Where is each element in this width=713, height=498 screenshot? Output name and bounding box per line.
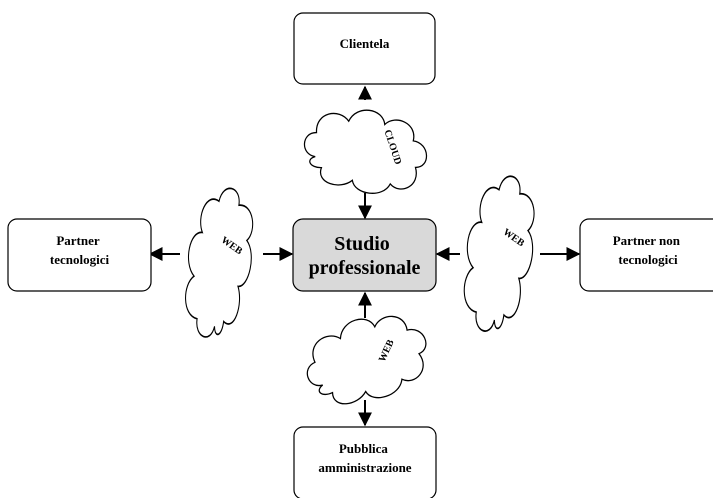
node-studio-line-2: professionale	[309, 257, 421, 279]
node-studio-line-1: Studio	[334, 233, 390, 255]
node-pubblica-line-1: Pubblica	[339, 441, 389, 456]
node-pubblica-amministrazione: Pubblica amministrazione	[293, 426, 437, 498]
node-partner-tecnologici-line-1: Partner	[56, 233, 100, 248]
cloud-bottom	[296, 302, 437, 417]
node-partner-non-tecnologici-line-2: tecnologici	[618, 252, 678, 267]
svg-text:Partner tecnologici: Partner tecnologici	[50, 233, 110, 267]
cloud-right	[450, 159, 547, 349]
node-studio-professionale: Studio professionale	[292, 218, 437, 292]
svg-text:Studio professionale: Studio professionale	[309, 233, 421, 279]
node-pubblica-line-2: amministrazione	[318, 460, 411, 475]
node-partner-tecnologici: Partner tecnologici	[7, 218, 152, 292]
svg-text:Clientela: Clientela	[340, 36, 390, 51]
svg-text:Pubblica amministrazione: Pubblica amministrazione	[318, 441, 411, 475]
svg-text:Partner non tecnologici: Partner non tecnologici	[613, 233, 684, 267]
cloud-top	[298, 100, 433, 202]
node-clientela: Clientela	[293, 12, 436, 85]
node-partner-tecnologici-line-2: tecnologici	[50, 252, 110, 267]
connectors	[148, 85, 581, 427]
node-partner-non-tecnologici-line-1: Partner non	[613, 233, 681, 248]
node-partner-non-tecnologici: Partner non tecnologici	[579, 218, 713, 292]
node-clientela-line-1: Clientela	[340, 36, 390, 51]
cloud-left	[172, 172, 266, 354]
